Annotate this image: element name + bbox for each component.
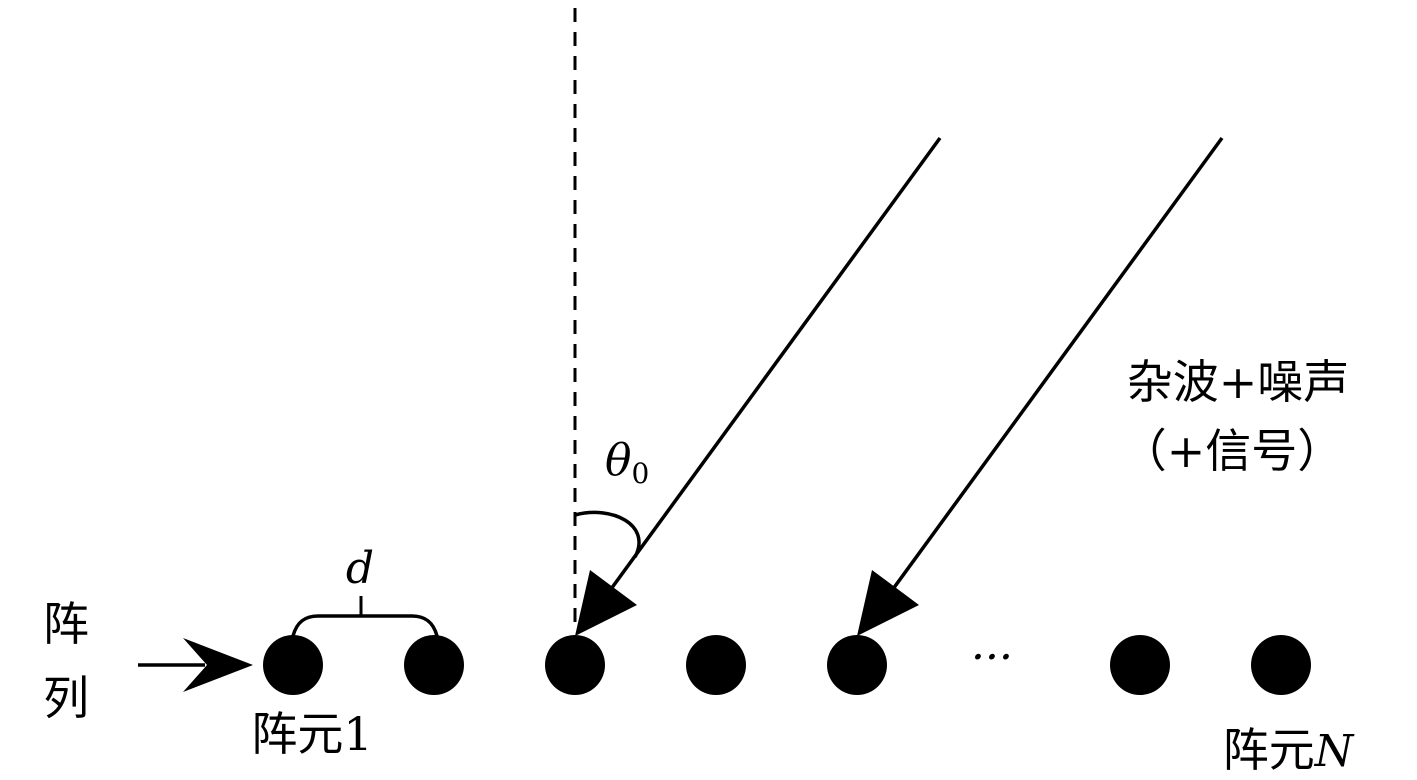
angle-label: θ0 [605, 435, 649, 490]
array-label-char-1: 阵 [43, 597, 89, 651]
angle-subscript: 0 [632, 457, 650, 490]
incoming-label-line-1: 杂波+噪声 [1127, 355, 1350, 409]
array-element-n-minus-1 [1110, 635, 1170, 695]
spacing-brace [291, 614, 439, 637]
incoming-wave-arrowhead-1 [575, 570, 637, 636]
angle-arc [574, 510, 641, 558]
incoming-label-line-2: （+信号） [1121, 424, 1344, 478]
array-element-1 [263, 635, 323, 695]
element-last-prefix: 阵元 [1223, 723, 1315, 777]
incoming-wave-line-2 [883, 136, 1224, 602]
element-last-label: 阵元N [1223, 723, 1355, 777]
elements-ellipsis: ··· [971, 632, 1013, 683]
array-element-n [1251, 635, 1311, 695]
angle-symbol: θ [605, 435, 632, 486]
array-element-2 [404, 635, 464, 695]
array-pointer-arrowhead [183, 638, 253, 692]
array-element-5 [827, 635, 887, 695]
array-label-char-2: 列 [43, 671, 89, 725]
element-first-label: 阵元1 [251, 707, 372, 761]
array-element-3 [545, 635, 605, 695]
incoming-wave-line-1 [601, 136, 942, 602]
array-element-4 [686, 635, 746, 695]
element-last-index: N [1314, 726, 1355, 777]
spacing-label: d [346, 543, 374, 594]
incoming-wave-arrowhead-2 [857, 570, 919, 636]
